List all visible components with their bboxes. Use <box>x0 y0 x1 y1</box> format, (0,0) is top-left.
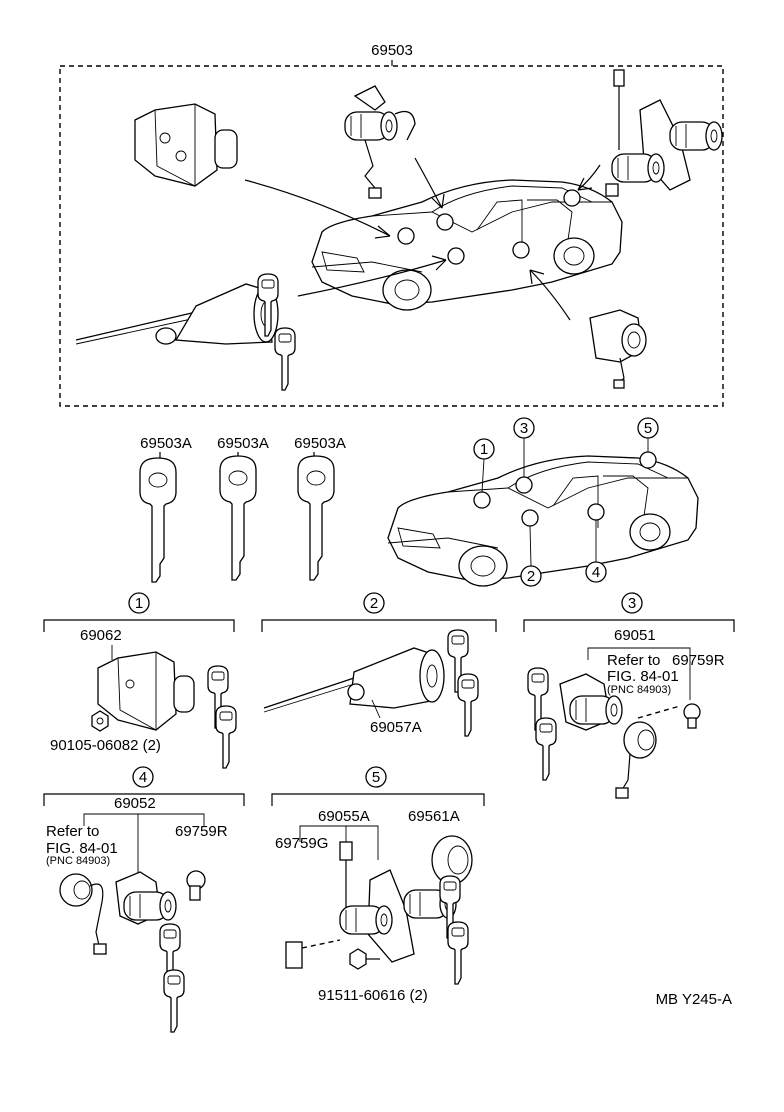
bolt-91511: 91511-60616 (2) <box>318 987 428 1004</box>
vehicle-drawing-locations <box>387 455 699 587</box>
svg-text:4: 4 <box>139 769 147 786</box>
section-4: 4 69052 Refer to 69759R FIG. 84-01 (PNC … <box>43 766 245 1033</box>
location-marker <box>397 227 415 245</box>
part-69055A: 69055A <box>318 808 370 825</box>
key-drawing-3 <box>297 455 335 581</box>
callout-2: 2 <box>520 525 542 587</box>
section-1: 1 69062 90105-06082 (2) <box>43 592 237 769</box>
callout-5: 5 <box>637 417 659 452</box>
hood-lock-drawing <box>134 103 238 187</box>
key-drawing-2 <box>219 455 257 581</box>
arrow <box>529 269 571 321</box>
section-5: 5 69055A 69561A 69759G 91511-606 <box>271 766 485 1004</box>
key-label-3: 69503A <box>294 435 346 452</box>
arrow <box>414 157 443 209</box>
part-69561A: 69561A <box>408 808 460 825</box>
key-drawing-1 <box>139 457 177 583</box>
assembly-boundary <box>59 65 724 407</box>
ref-text-3: (PNC 84903) <box>607 684 671 696</box>
location-marker <box>587 503 605 521</box>
section-2: 2 69057A <box>261 592 497 737</box>
part-69759R: 69759R <box>672 652 725 669</box>
bolt-90105: 90105-06082 (2) <box>50 737 161 754</box>
ref-text-2: FIG. 84-01 <box>46 840 118 857</box>
arrow <box>297 259 447 297</box>
callout-1: 1 <box>473 438 495 493</box>
arrow <box>577 164 601 191</box>
callout-4: 4 <box>585 520 607 583</box>
ref-text-2: FIG. 84-01 <box>607 668 679 685</box>
location-marker <box>473 491 491 509</box>
ignition-lock-drawing <box>75 283 279 345</box>
svg-text:5: 5 <box>644 420 652 437</box>
illustration-code: MB Y245-A <box>656 991 732 1008</box>
part-69051: 69051 <box>614 627 656 644</box>
location-marker <box>521 509 539 527</box>
svg-text:3: 3 <box>628 595 636 612</box>
ref-text-1: Refer to <box>607 652 660 669</box>
svg-text:2: 2 <box>527 568 535 585</box>
part-69759G: 69759G <box>275 835 328 852</box>
trunk-lock-drawing <box>605 69 723 197</box>
svg-text:3: 3 <box>520 420 528 437</box>
svg-text:5: 5 <box>372 769 380 786</box>
svg-text:2: 2 <box>370 595 378 612</box>
door-cylinder-drawing <box>589 309 647 389</box>
svg-text:4: 4 <box>592 564 600 581</box>
door-lock-drawing <box>344 85 416 199</box>
assembly-number: 69503 <box>371 42 413 59</box>
arrow <box>244 179 391 237</box>
part-69759R: 69759R <box>175 823 228 840</box>
svg-text:1: 1 <box>480 441 488 458</box>
location-marker <box>436 213 454 231</box>
section-3: 3 69051 Refer to 69759R FIG. 84-01 (PNC … <box>523 592 735 799</box>
location-marker <box>515 476 533 494</box>
ref-text-1: Refer to <box>46 823 99 840</box>
location-marker <box>512 241 530 259</box>
part-69052: 69052 <box>114 795 156 812</box>
key-label-1: 69503A <box>140 435 192 452</box>
part-69057A: 69057A <box>370 719 422 736</box>
location-marker <box>639 451 657 469</box>
key-label-2: 69503A <box>217 435 269 452</box>
location-marker <box>447 247 465 265</box>
svg-text:1: 1 <box>135 595 143 612</box>
part-69062: 69062 <box>80 627 122 644</box>
ref-text-3: (PNC 84903) <box>46 855 110 867</box>
location-marker <box>563 189 581 207</box>
callout-3: 3 <box>513 417 535 477</box>
